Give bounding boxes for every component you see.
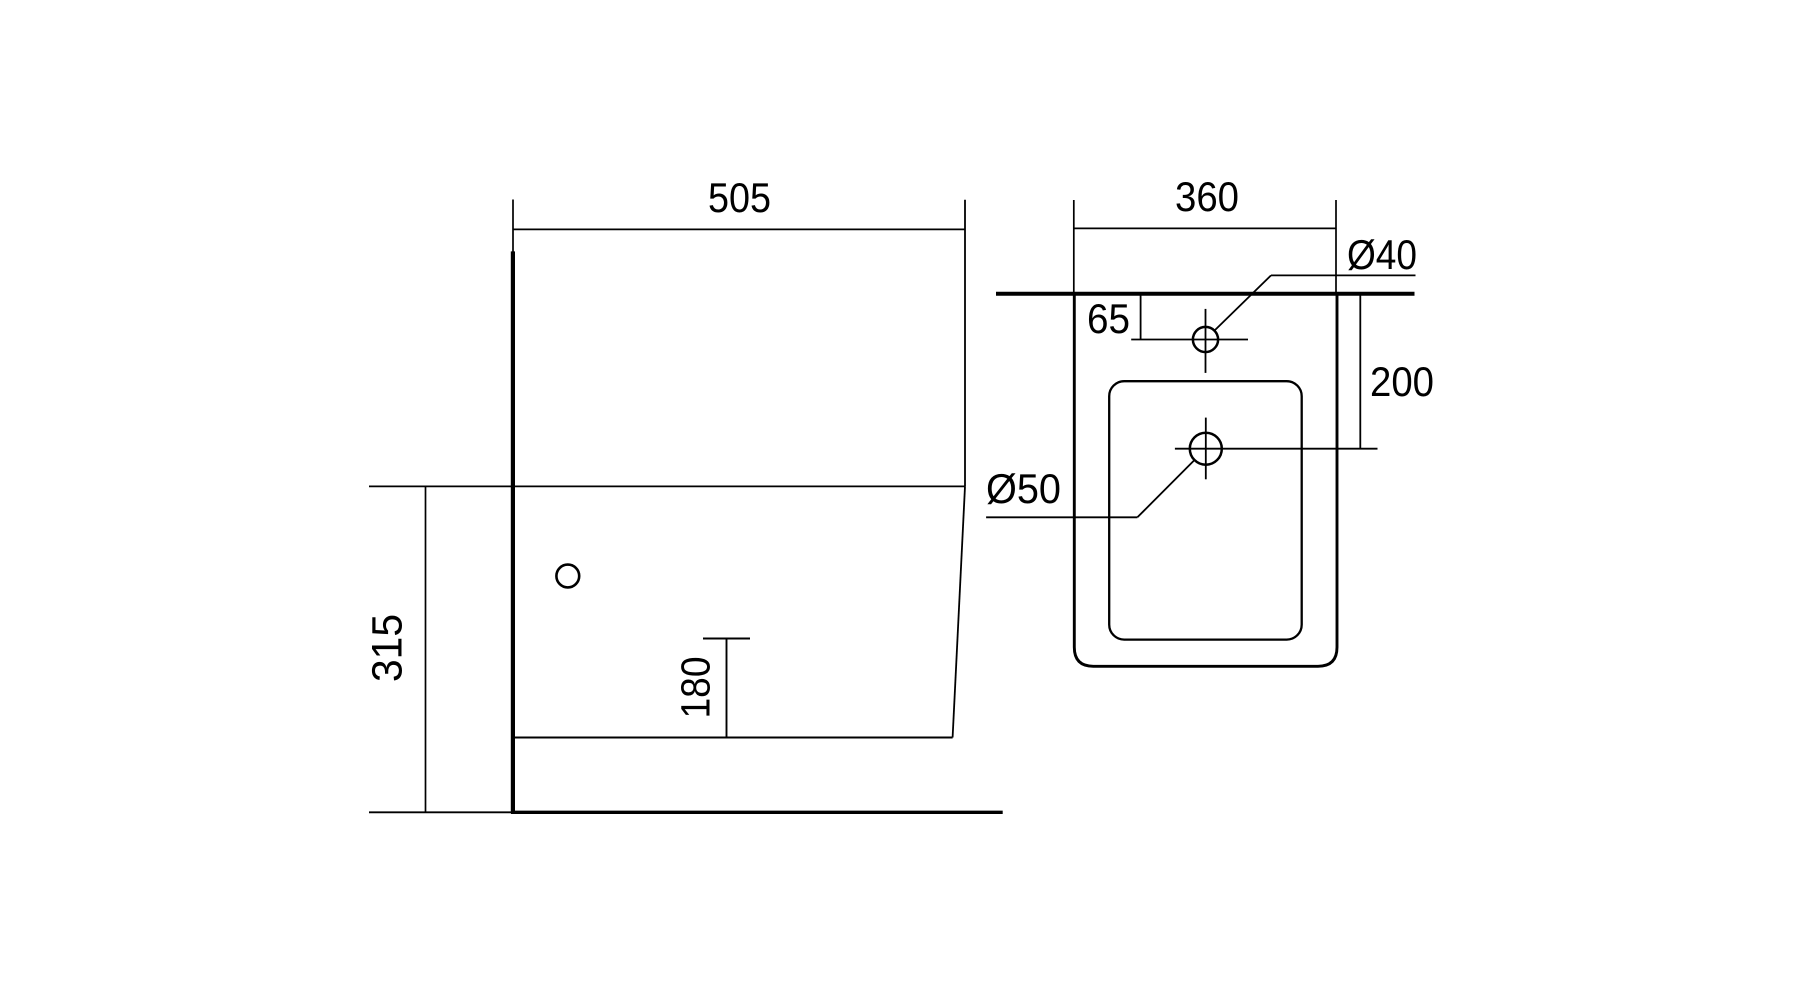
svg-text:65: 65 bbox=[1087, 295, 1130, 342]
svg-text:505: 505 bbox=[708, 174, 771, 221]
svg-text:Ø50: Ø50 bbox=[986, 465, 1061, 512]
svg-text:315: 315 bbox=[364, 614, 412, 682]
svg-text:360: 360 bbox=[1175, 173, 1239, 220]
svg-text:200: 200 bbox=[1370, 358, 1434, 405]
svg-text:Ø40: Ø40 bbox=[1347, 231, 1417, 278]
svg-text:180: 180 bbox=[673, 657, 719, 719]
